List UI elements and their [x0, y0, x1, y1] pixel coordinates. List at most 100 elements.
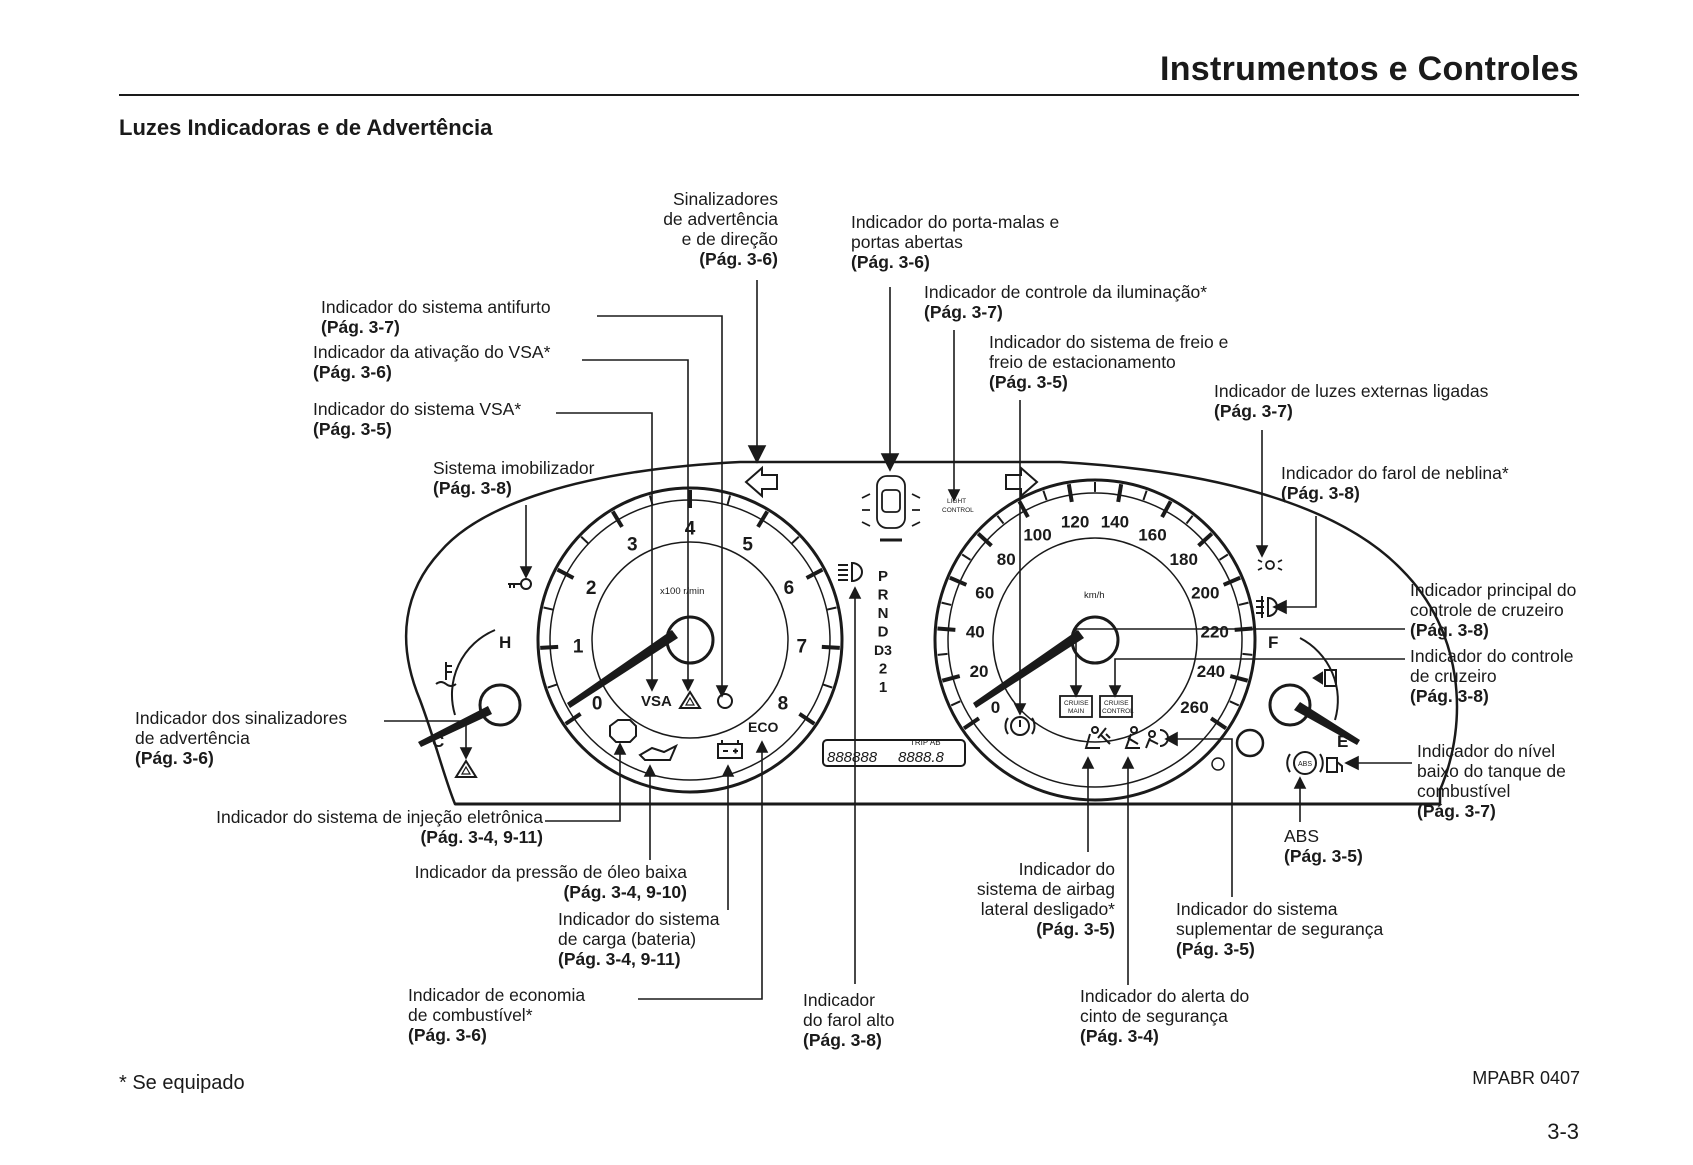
callout-cruise-main: Indicador principal do controle de cruze…: [1410, 580, 1576, 640]
tachometer-numeral: 7: [797, 637, 808, 658]
callout-light-control-line-1: Indicador de controle da iluminação*: [924, 282, 1208, 302]
speedometer-tick: [1066, 483, 1074, 503]
cluster-housing: [404, 460, 1459, 806]
callout-immobilizer-page: (Pág. 3-8): [433, 478, 512, 498]
cruise-control-label-2: CONTROL: [1102, 708, 1134, 715]
callout-antitheft-page: (Pág. 3-7): [321, 317, 400, 337]
header-rule: [119, 94, 1579, 96]
gear-indicator-n: N: [878, 605, 889, 622]
left-turn-arrow-icon: [744, 465, 778, 499]
cruise-control-label-1: CRUISE: [1104, 700, 1129, 707]
speedometer-bezel: [933, 478, 1257, 802]
tachometer-tick: [564, 712, 582, 726]
callout-vsa-page: (Pág. 3-5): [313, 419, 392, 439]
callout-low-fuel-line-2: baixo do tanque de: [1417, 761, 1566, 781]
gear-indicator-r: R: [878, 587, 889, 604]
speedometer-numeral: 40: [966, 622, 985, 641]
tachometer-unit-label: x100 r/min: [660, 586, 704, 597]
callout-immobilizer-line-1: Sistema imobilizador: [433, 458, 595, 478]
callout-vsa: Indicador do sistema VSA* (Pág. 3-5): [313, 399, 521, 439]
door-open-icon: [861, 475, 921, 542]
speedometer-tick: [941, 674, 961, 683]
speedometer-tick: [1116, 483, 1124, 503]
tachometer-numeral: 0: [592, 693, 603, 714]
callout-abs: ABS (Pág. 3-5): [1284, 826, 1363, 866]
figure-code: MPABR 0407: [1472, 1068, 1580, 1088]
tachometer-numeral: 6: [784, 578, 795, 599]
speedometer-tick: [1142, 490, 1148, 501]
callout-side-airbag-line-3: lateral desligado*: [980, 899, 1115, 919]
side-airbag-off-icon: [1084, 726, 1111, 749]
temperature-needle: [418, 706, 492, 747]
callout-eco-page: (Pág. 3-6): [408, 1025, 487, 1045]
speedometer-numeral: 140: [1101, 513, 1129, 532]
speedometer-tick: [1222, 575, 1241, 587]
tachometer-tick: [822, 683, 833, 689]
callout-exterior-lights: Indicador de luzes externas ligadas (Pág…: [1214, 381, 1488, 421]
callout-low-fuel-page: (Pág. 3-7): [1417, 801, 1496, 821]
speedometer-tick: [962, 716, 981, 731]
callout-seatbelt-line-2: cinto de segurança: [1080, 1006, 1228, 1026]
fuel-full-label: F: [1268, 633, 1278, 652]
speedometer-tick: [1042, 490, 1048, 501]
speedometer-tick: [1185, 515, 1194, 525]
tachometer-numeral: 8: [778, 693, 789, 714]
callout-cruise-control-line-1: Indicador do controle: [1410, 646, 1574, 666]
callout-vsa-line-1: Indicador do sistema VSA*: [313, 399, 522, 419]
trip-reset-icon: [1211, 757, 1225, 771]
callout-antitheft: Indicador do sistema antifurto (Pág. 3-7…: [321, 297, 551, 337]
callout-charge-line-2: de carga (bateria): [558, 929, 697, 949]
tachometer-tick: [756, 510, 769, 528]
speedometer-tick: [996, 515, 1005, 525]
callout-high-beam-page: (Pág. 3-8): [803, 1030, 882, 1050]
tachometer-tick: [543, 606, 554, 611]
speedometer-needle: [973, 630, 1084, 708]
tachometer-tick: [726, 495, 732, 506]
callout-charge: Indicador do sistema de carga (bateria) …: [558, 909, 719, 969]
abs-icon: [1286, 751, 1324, 775]
hazard-warning-icon: [678, 690, 702, 709]
callout-exterior-lights-line-1: Indicador de luzes externas ligadas: [1214, 381, 1489, 401]
tachometer-numeral: 3: [627, 535, 638, 556]
callout-charge-line-1: Indicador do sistema: [558, 909, 720, 929]
callout-oil-pressure-page: (Pág. 3-4, 9-10): [563, 882, 687, 902]
callout-high-beam-line-1: Indicador: [803, 990, 875, 1010]
callout-srs-page: (Pág. 3-5): [1176, 939, 1255, 959]
callout-injection: Indicador do sistema de injeção eletrôni…: [216, 807, 543, 847]
fuel-empty-label: E: [1337, 732, 1348, 751]
temp-hot-label: H: [499, 633, 511, 652]
cruise-control-icon: [1099, 695, 1133, 718]
callout-turn-signals: Indicador dos sinalizadores de advertênc…: [135, 708, 347, 768]
callout-srs-line-1: Indicador do sistema: [1176, 899, 1338, 919]
vsa-indicator-label: VSA: [641, 693, 672, 710]
callout-turn-signals-line-1: Indicador dos sinalizadores: [135, 708, 348, 728]
battery-icon: [717, 740, 743, 759]
callout-seatbelt: Indicador do alerta do cinto de seguranç…: [1080, 986, 1249, 1046]
tachometer-numeral: 4: [685, 519, 696, 540]
callout-hazard: Sinalizadores de advertência e de direçã…: [663, 189, 778, 269]
speedometer-tick: [976, 532, 993, 548]
speedometer-tick: [1218, 553, 1229, 561]
callout-eco-line-2: de combustível*: [408, 1005, 533, 1025]
fuel-needle: [1294, 702, 1360, 745]
callout-low-fuel: Indicador do nível baixo do tanque de co…: [1417, 741, 1566, 821]
callout-charge-page: (Pág. 3-4, 9-11): [558, 949, 681, 969]
callout-seatbelt-line-1: Indicador do alerta do: [1080, 986, 1250, 1006]
callout-brake-page: (Pág. 3-5): [989, 372, 1068, 392]
light-control-label-2: CONTROL: [942, 507, 974, 514]
speedometer-numeral: 220: [1200, 622, 1228, 641]
callout-brake-line-2: freio de estacionamento: [989, 352, 1176, 372]
tachometer-tick: [790, 536, 800, 545]
oil-pressure-icon: [638, 743, 678, 761]
trip-value: 8888.8: [898, 749, 945, 766]
callout-doors-line-1: Indicador do porta-malas e: [851, 212, 1060, 232]
callout-high-beam: Indicador do farol alto (Pág. 3-8): [803, 990, 894, 1050]
callout-cruise-main-page: (Pág. 3-8): [1410, 620, 1489, 640]
callout-seatbelt-page: (Pág. 3-4): [1080, 1026, 1159, 1046]
callout-side-airbag-page: (Pág. 3-5): [1036, 919, 1115, 939]
speedometer-numeral: 60: [975, 584, 994, 603]
callout-eco: Indicador de economia de combustível* (P…: [408, 985, 585, 1045]
callout-antitheft-line-1: Indicador do sistema antifurto: [321, 297, 551, 317]
brake-system-icon: [1004, 716, 1036, 736]
callout-cruise-main-line-2: controle de cruzeiro: [1410, 600, 1564, 620]
